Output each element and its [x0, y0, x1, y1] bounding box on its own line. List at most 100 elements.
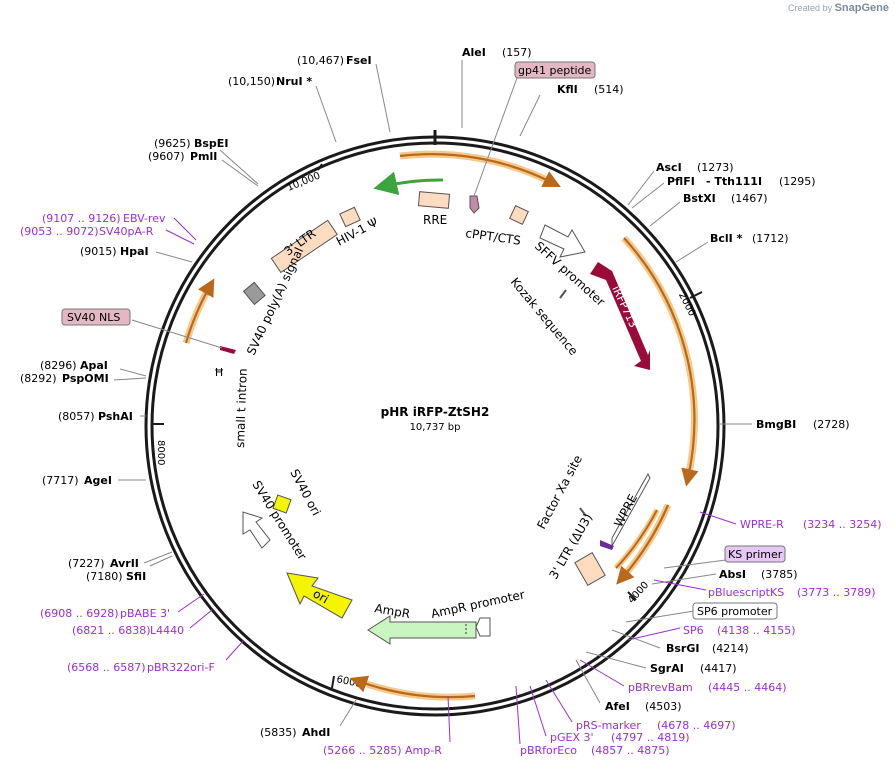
- badge-sv40-nls[interactable]: [61, 308, 131, 326]
- svg-text:(4857 .. 4875): (4857 .. 4875): [591, 744, 670, 757]
- enzyme-pspomi[interactable]: PspOMI: [62, 372, 109, 385]
- tick-4000-mark: [627, 591, 637, 601]
- enzyme-bcli[interactable]: BclI *: [710, 232, 743, 245]
- svg-text:(8296): (8296): [40, 359, 77, 372]
- feature-badges: gp41 peptide KS primer SP6 promoter SV40…: [61, 61, 786, 623]
- orange-arc-2: [621, 235, 698, 479]
- primer-pbr322ori-f[interactable]: pBR322ori-F: [147, 661, 215, 674]
- ampr-promoter-label: AmpR promoter: [430, 587, 526, 621]
- enzyme-tth111i[interactable]: - Tth111I: [706, 175, 762, 188]
- peach-box-1: [509, 205, 529, 225]
- badge-gp41[interactable]: [514, 61, 596, 79]
- enzyme-nrui[interactable]: NruI *: [276, 75, 312, 88]
- svg-text:(8057): (8057): [58, 410, 95, 423]
- svg-text:gp41 peptide: gp41 peptide: [518, 64, 592, 77]
- enzyme-pshai[interactable]: PshAI: [98, 410, 133, 423]
- svg-text:(4445 .. 4464): (4445 .. 4464): [708, 681, 787, 694]
- svg-text:(9107 .. 9126): (9107 .. 9126): [42, 212, 121, 225]
- orange-arrows: [182, 150, 699, 701]
- badge-sp6-promoter[interactable]: [692, 602, 778, 620]
- svg-text:(514): (514): [594, 83, 624, 96]
- svg-text:(4138 .. 4155): (4138 .. 4155): [717, 624, 796, 637]
- enzyme-sfii[interactable]: SfiI: [126, 570, 146, 583]
- enzyme-pmli[interactable]: PmlI: [190, 150, 217, 163]
- badge-ks-primer[interactable]: [724, 545, 786, 563]
- primer-sp6[interactable]: SP6: [683, 624, 704, 637]
- plasmid-size: 10,737 bp: [410, 422, 461, 433]
- svg-text:(157): (157): [502, 46, 532, 59]
- small-t-intron-mark: Ħ: [214, 366, 224, 379]
- sv40-ori-label: SV40 ori: [287, 467, 323, 518]
- primer-pbrrevbam[interactable]: pBRrevBam: [628, 681, 693, 694]
- wpre-arrow: [611, 472, 651, 548]
- svg-text:(7717): (7717): [42, 474, 79, 487]
- primer-ebv-rev[interactable]: EBV-rev: [123, 212, 166, 225]
- svg-text:SP6 promoter: SP6 promoter: [697, 605, 773, 618]
- rre-box: [417, 191, 451, 209]
- sv40-polya-box: [242, 281, 266, 306]
- enzyme-fsei[interactable]: FseI: [346, 54, 372, 67]
- enzyme-afei[interactable]: AfeI: [605, 700, 630, 713]
- svg-text:(6568 .. 6587): (6568 .. 6587): [67, 661, 146, 674]
- tick-6000-mark: [331, 675, 335, 689]
- svg-text:(1273): (1273): [697, 161, 734, 174]
- svg-text:(7227): (7227): [68, 557, 105, 570]
- svg-text:(3785): (3785): [761, 568, 798, 581]
- sv40-ori-box: [272, 494, 292, 514]
- small-t-intron-label: small t intron: [233, 368, 250, 448]
- enzyme-pflfi[interactable]: PflFI: [667, 175, 695, 188]
- ampr-promoter-arrow: [475, 617, 491, 637]
- enzyme-alei[interactable]: AleI: [462, 46, 486, 59]
- svg-text:(9625): (9625): [154, 137, 191, 150]
- kozak-mark: [559, 289, 567, 299]
- svg-text:(9607): (9607): [148, 150, 185, 163]
- enzyme-hpai[interactable]: HpaI: [120, 245, 149, 258]
- purple-mark-wpre: [600, 540, 614, 550]
- plasmid-name: pHR iRFP-ZtSH2: [381, 405, 490, 419]
- svg-text:(4678 .. 4697): (4678 .. 4697): [657, 719, 736, 732]
- sv40-nls-mark: [220, 346, 236, 354]
- enzyme-ahdi[interactable]: AhdI: [302, 726, 330, 739]
- sffv-promoter-arrow: [539, 224, 586, 258]
- enzyme-sgrai[interactable]: SgrAI: [650, 662, 684, 675]
- ltr3-box: [270, 219, 338, 274]
- enzyme-bstxi[interactable]: BstXI: [683, 192, 716, 205]
- primer-sv40pa-r[interactable]: SV40pA-R: [99, 225, 154, 238]
- created-by-text: Created by: [788, 3, 833, 13]
- primer-l4440[interactable]: L4440: [150, 624, 184, 637]
- primer-prs-marker[interactable]: pRS-marker: [576, 719, 641, 732]
- svg-text:(9053 .. 9072): (9053 .. 9072): [20, 225, 99, 238]
- enzyme-agei[interactable]: AgeI: [84, 474, 112, 487]
- enzyme-avrii[interactable]: AvrII: [110, 557, 139, 570]
- svg-text:KS primer: KS primer: [728, 548, 783, 561]
- primer-pgex3[interactable]: pGEX 3': [550, 731, 594, 744]
- enzyme-bmgbi[interactable]: BmgBI: [756, 418, 796, 431]
- svg-text:SV40 NLS: SV40 NLS: [67, 311, 120, 324]
- ori-label: ori: [311, 586, 332, 606]
- hiv1-box: [339, 206, 361, 228]
- svg-text:(4214): (4214): [712, 642, 749, 655]
- svg-text:(10,150): (10,150): [228, 75, 275, 88]
- ltr3-du3-box: [574, 552, 606, 586]
- sv40-promoter-arrow: [242, 511, 271, 549]
- enzyme-absi[interactable]: AbsI: [719, 568, 746, 581]
- enzyme-asci[interactable]: AscI: [656, 161, 682, 174]
- primer-pbrforeco[interactable]: pBRforEco: [520, 744, 577, 757]
- svg-text:(6821 .. 6838): (6821 .. 6838): [72, 624, 151, 637]
- svg-text:(2728): (2728): [813, 418, 850, 431]
- svg-text:(3773 .. 3789): (3773 .. 3789): [797, 586, 876, 599]
- tick-10000-mark: [317, 163, 323, 171]
- primer-labels: WPRE-R (3234 .. 3254) pBluescriptKS (377…: [20, 212, 882, 757]
- primer-pbluescriptks[interactable]: pBluescriptKS: [708, 586, 784, 599]
- green-arrow: [373, 171, 444, 196]
- svg-text:(10,467): (10,467): [297, 54, 344, 67]
- primer-amp-r[interactable]: Amp-R: [405, 744, 442, 757]
- primer-wpre-r[interactable]: WPRE-R: [740, 518, 784, 531]
- enzyme-bspei[interactable]: BspEI: [194, 137, 228, 150]
- svg-text:(4503): (4503): [645, 700, 682, 713]
- primer-pbabe3[interactable]: pBABE 3': [120, 607, 170, 620]
- enzyme-kfli[interactable]: KflI: [557, 83, 578, 96]
- enzyme-bsrgi[interactable]: BsrGI: [666, 642, 699, 655]
- enzyme-apai[interactable]: ApaI: [80, 359, 108, 372]
